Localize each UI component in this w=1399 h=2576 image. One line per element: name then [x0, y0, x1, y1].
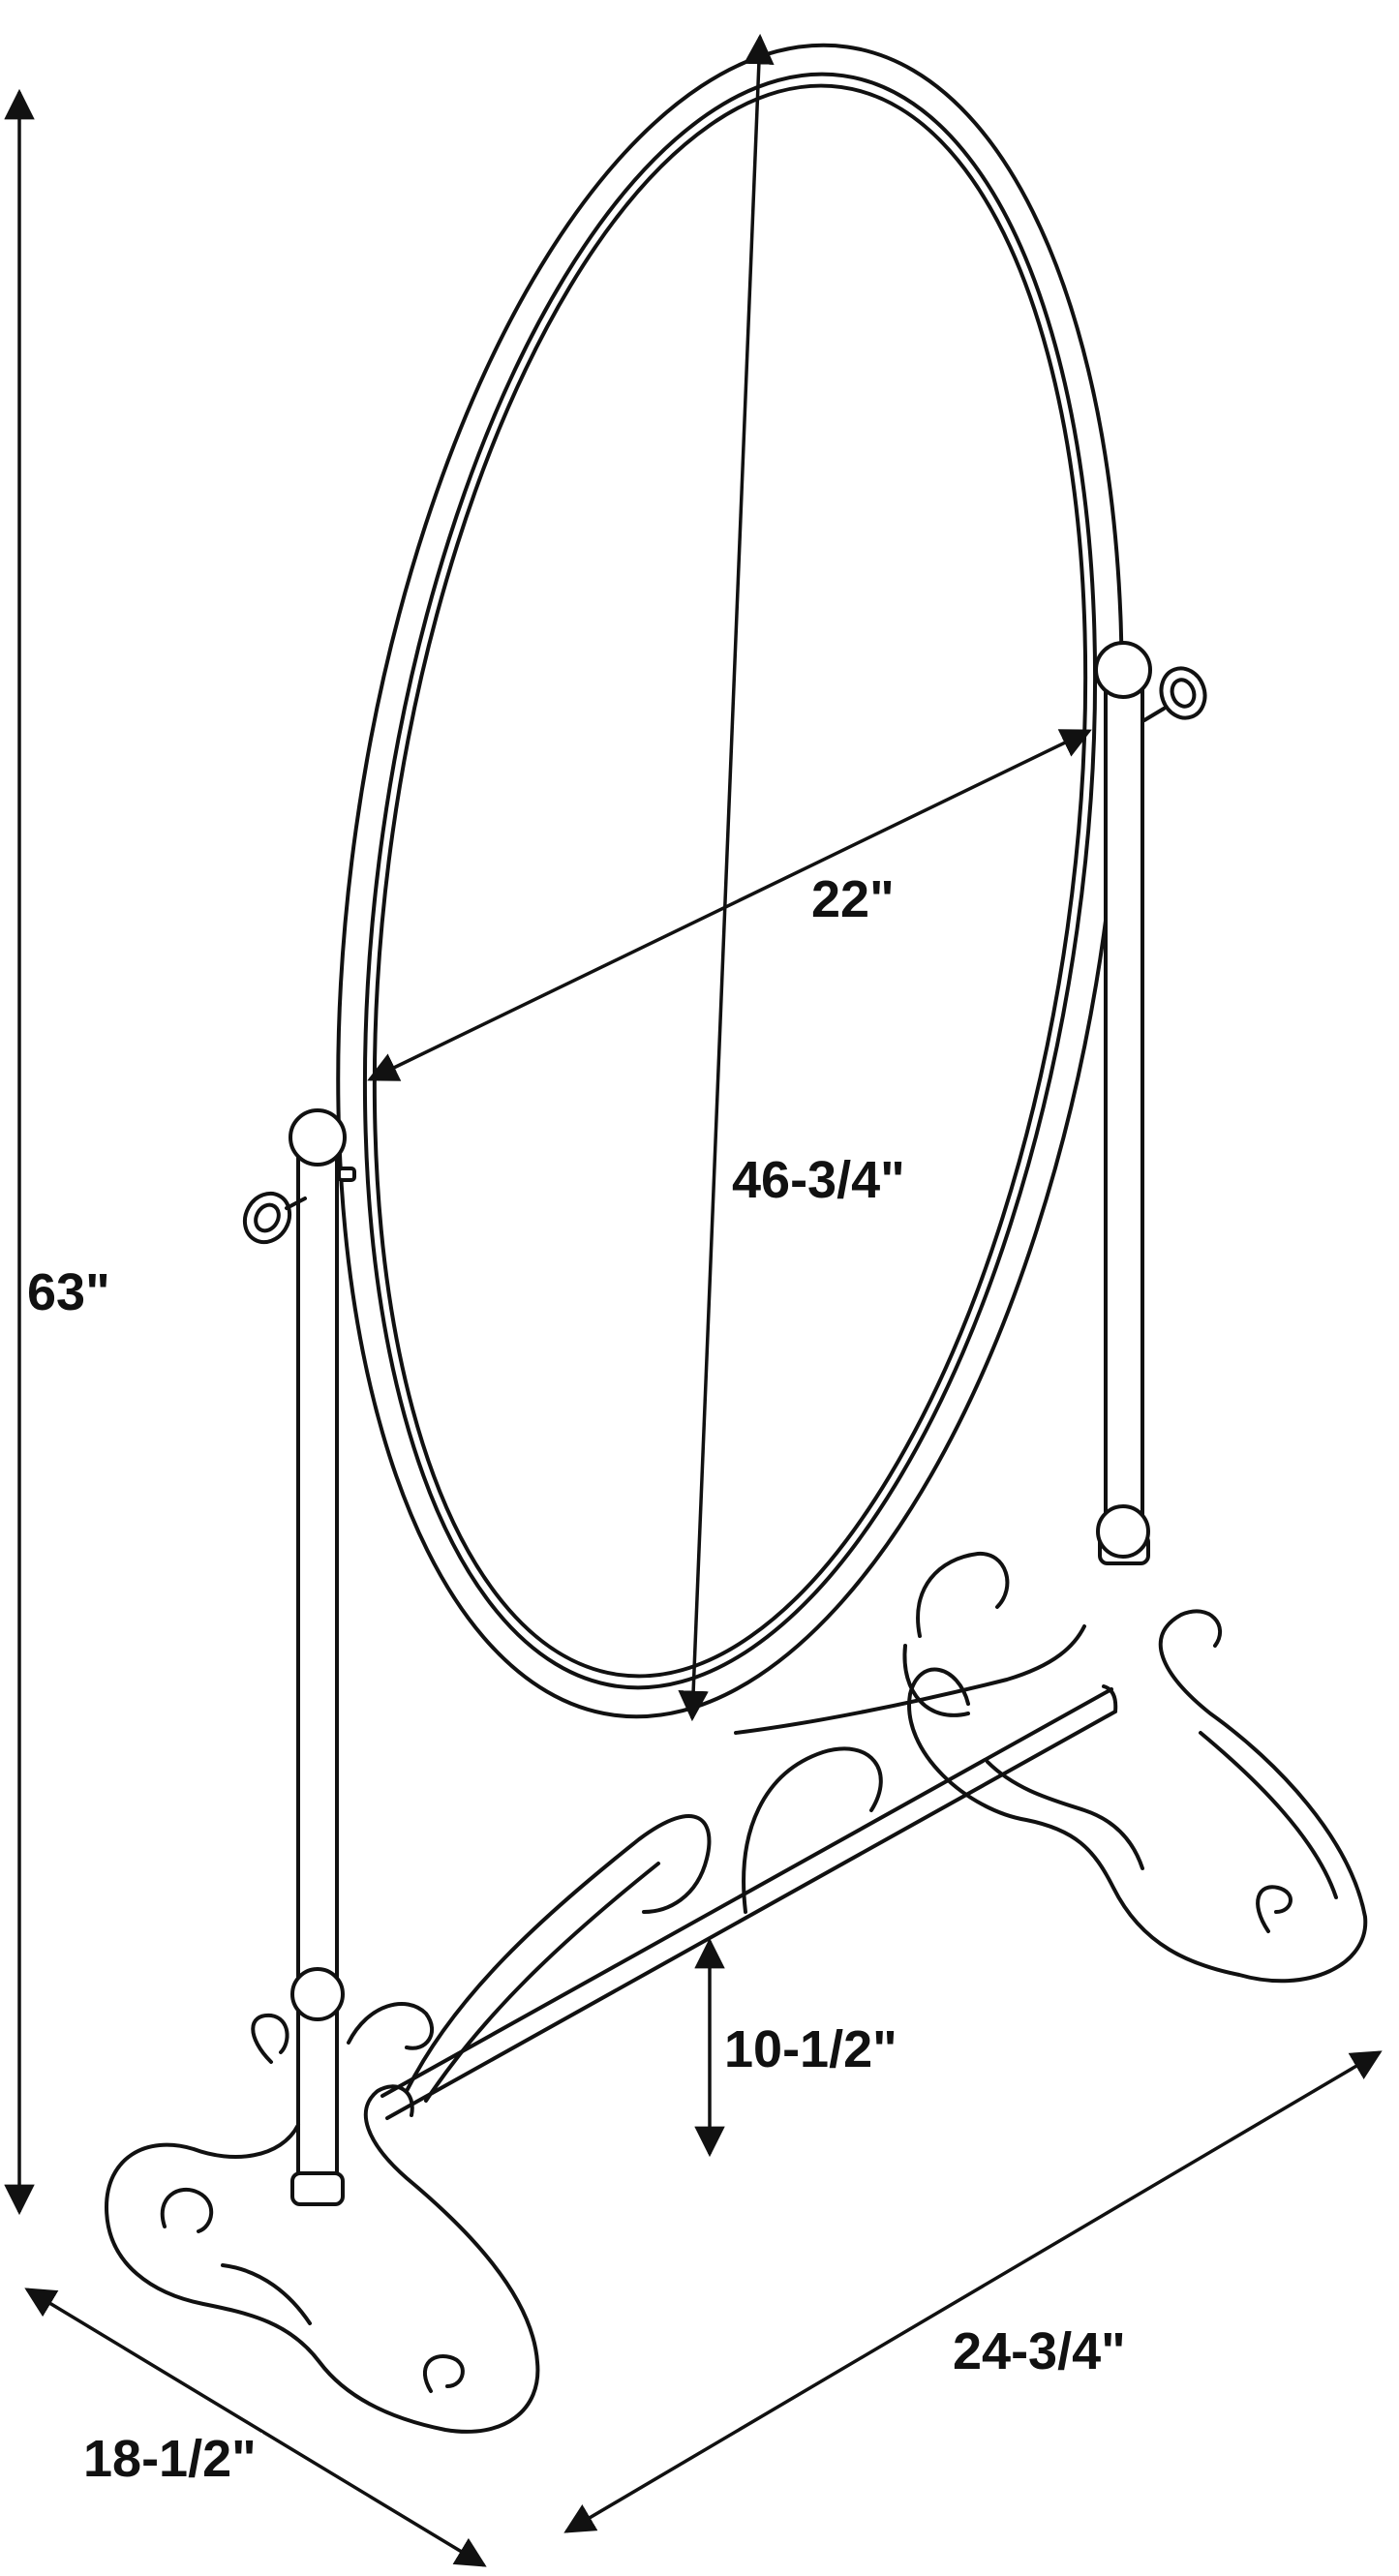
base-depth-line — [24, 2288, 487, 2567]
mirror-height-label: 46-3/4" — [726, 1154, 911, 1206]
mirror-width-label: 22" — [806, 873, 900, 925]
scroll-ornaments — [405, 1551, 1086, 2103]
right-post — [1094, 641, 1207, 1565]
base-width-line — [563, 2050, 1383, 2533]
base-depth-label: 18-1/2" — [77, 2433, 262, 2485]
mirror-width-line — [367, 729, 1092, 1081]
mirror-frame — [336, 43, 1124, 1719]
overall-height-label: 63" — [21, 1266, 116, 1318]
left-post — [242, 1108, 356, 2206]
base-width-label: 24-3/4" — [947, 2325, 1132, 2378]
right-base — [907, 1609, 1368, 1984]
dimension-lines — [4, 33, 1383, 2567]
clearance-label: 10-1/2" — [718, 2023, 903, 2076]
mirror-height-line — [678, 33, 775, 1722]
stretcher-bar — [380, 1684, 1118, 2120]
